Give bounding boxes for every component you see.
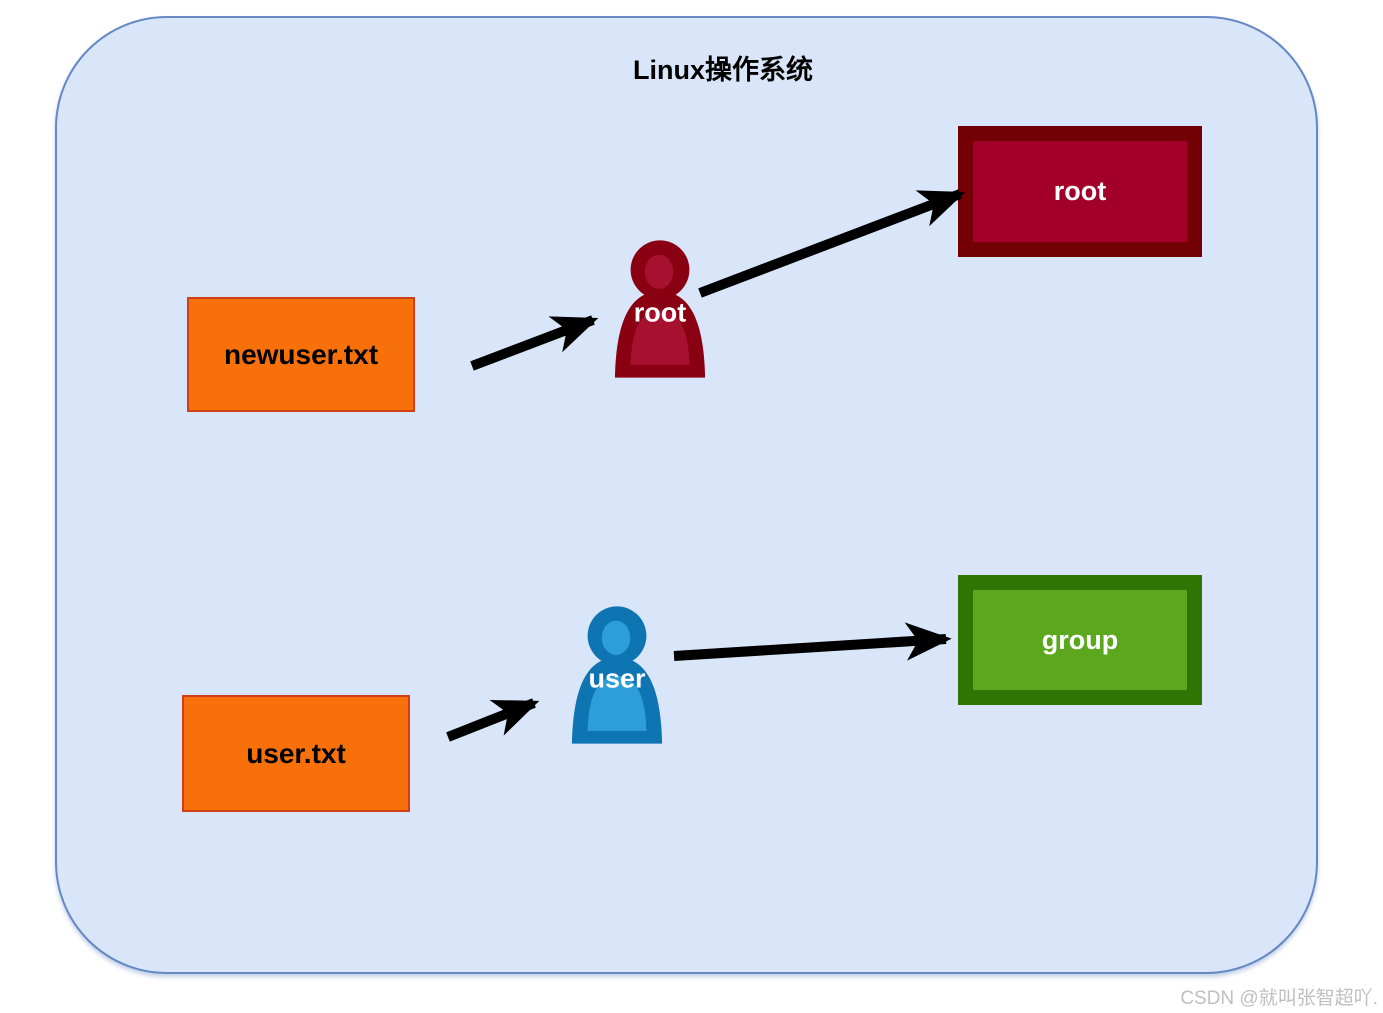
- node-root-target: root: [958, 126, 1202, 257]
- group-target-inner: group: [973, 590, 1187, 690]
- root-target-inner: root: [973, 141, 1187, 242]
- group-target-label: group: [1041, 624, 1119, 655]
- user-person-label: user: [588, 663, 646, 694]
- diagram-title: Linux操作系统: [633, 55, 813, 85]
- user-file-label: user.txt: [246, 737, 346, 769]
- user-person-node: user: [568, 606, 666, 744]
- newuser-file-label: newuser.txt: [223, 338, 379, 370]
- watermark: CSDN @就叫张智超吖.: [1180, 988, 1378, 1009]
- node-newuser-file: newuser.txt: [187, 297, 415, 412]
- root-person-node: root: [611, 240, 709, 378]
- person-icon: [571, 606, 663, 744]
- root-person-label: root: [633, 297, 687, 328]
- node-group-target: group: [958, 575, 1202, 705]
- root-target-label: root: [1053, 176, 1107, 206]
- person-icon: [614, 240, 706, 378]
- node-user-file: user.txt: [182, 695, 410, 812]
